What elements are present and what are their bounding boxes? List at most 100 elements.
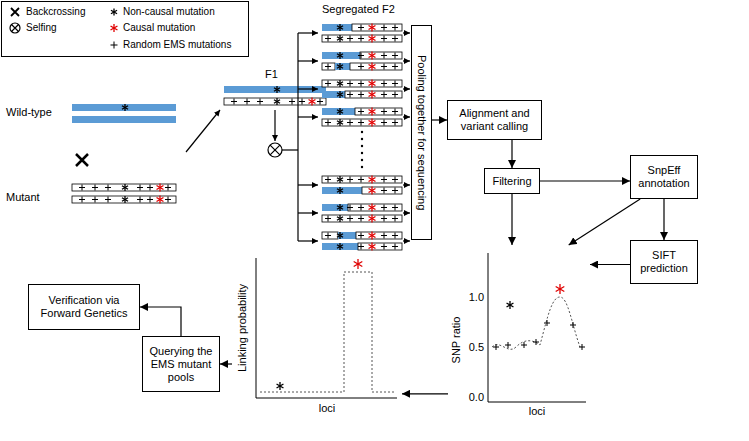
causal-star [369,245,376,249]
noncausal-star [111,10,117,14]
flow-connector [590,264,630,265]
linking-chart: Linking probability loci [232,252,402,420]
flow-arrow [298,116,318,117]
ems-plus [358,81,364,87]
causal-star [369,206,376,210]
ems-plus [392,25,398,31]
causal-star [369,37,376,41]
chromosome-segment [322,176,402,183]
noncausal-star [337,178,343,182]
chromosome-segment [72,116,176,123]
causal-star [369,93,376,97]
flow-connector [140,307,181,336]
causal-star [369,121,376,125]
causal-star [369,217,376,221]
chromosome-segment [348,204,402,211]
noncausal-star [274,88,280,92]
ems-plus [358,120,364,126]
chromosome-segment [224,98,326,105]
causal-star [556,287,565,292]
legend-text: Non-causal mutation [123,5,215,18]
noncausal-star [337,65,343,69]
box-text: Querying the EMS mutant pools [146,345,216,384]
noncausal-star [337,217,343,221]
causal-star [369,65,376,69]
ems-plus [392,205,398,211]
causal-star [369,54,376,58]
figure-label: Wild-type [6,106,52,119]
ems-plus [111,42,118,49]
tick-label: 0.5 [462,341,484,354]
ems-plus [165,197,171,203]
ems-plus [392,244,398,250]
box-text: Filtering [492,175,531,188]
ellipsis-dot [361,152,363,154]
noncausal-star [337,82,343,86]
ems-plus [392,216,398,222]
ems-plus [381,81,387,87]
flow-arrow [298,184,318,185]
ems-plus [105,185,111,191]
ratio-curve [492,297,580,349]
process-box: Filtering [484,168,540,194]
ems-plus [358,36,364,42]
noncausal-star [337,217,343,221]
selfing-symbol [12,25,19,32]
chromosome-segment [352,24,402,31]
figure-label: F1 [265,68,278,81]
ellipsis-dot [361,159,363,161]
noncausal-star [337,206,343,210]
flow-connector [663,199,664,240]
flow-arrow [298,88,318,89]
box-text: Verification via Forward Genetics [32,294,136,320]
legend-box: BackcrossingSelfingNon-causal mutationCa… [1,1,249,57]
ems-plus [347,205,353,211]
flow-arrow [403,240,410,241]
flow-arrow [403,184,410,185]
noncausal-star [122,198,128,202]
causal-star [369,121,376,125]
causal-star [111,26,118,30]
chromosome-segment [322,52,360,59]
chromosome-segment [322,243,358,250]
causal-star [157,186,164,190]
axis-title: loci [319,402,336,415]
noncausal-star [337,54,343,58]
noncausal-star [122,186,128,190]
selfing-symbol [270,145,280,155]
ems-plus [544,320,550,326]
causal-star [369,245,376,249]
axis-title: Linking probability [236,284,249,372]
noncausal-star [111,10,117,14]
box-text: Pooling together for sequencing [415,55,428,210]
noncausal-star [337,26,343,30]
ems-plus [392,188,398,194]
flow-arrow [298,32,318,33]
selfing-symbol [10,23,20,33]
backcross-symbol [76,154,88,166]
flow-connector [402,393,448,394]
noncausal-star [507,303,514,307]
chromosome-segment [72,196,176,203]
ems-plus [325,233,331,239]
ems-plus [137,185,143,191]
ems-plus [381,36,387,42]
chromosome-segment [356,232,402,239]
ems-plus [381,109,387,115]
chromosome-segment [322,80,402,87]
flow-arrow [298,60,318,61]
backcross-symbol [11,8,19,16]
noncausal-star [274,100,280,104]
ems-plus [392,64,398,70]
ems-plus [147,185,153,191]
noncausal-star [122,106,128,110]
ems-plus [347,216,353,222]
flow-arrow [186,110,220,152]
ellipsis-dot [361,131,363,133]
ems-plus [392,233,398,239]
ems-plus [358,53,364,59]
ems-plus [392,120,398,126]
ems-plus [579,344,585,350]
chromosome-segment [322,204,348,211]
causal-star [369,234,376,238]
